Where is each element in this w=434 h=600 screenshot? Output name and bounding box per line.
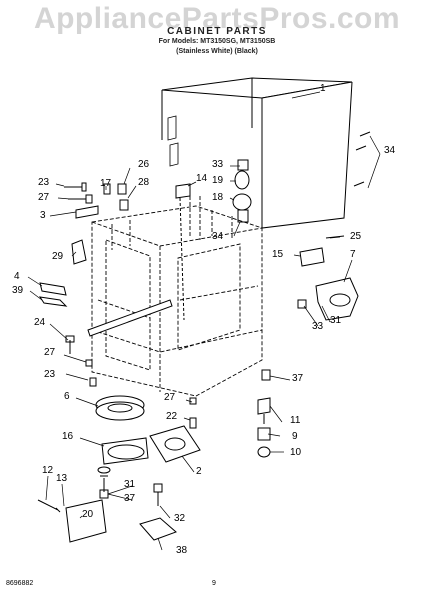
callout-15: 15 — [272, 249, 284, 260]
callout-31-right: 31 — [330, 315, 342, 326]
bracket-29 — [71, 239, 87, 265]
callout-12: 12 — [42, 465, 54, 476]
model-numbers: For Models: MT3150SG, MT3150SB — [158, 38, 276, 45]
bracket-14 — [175, 183, 191, 199]
coupler-6 — [95, 395, 145, 421]
bracket-7 — [315, 277, 359, 321]
callout-25: 25 — [350, 231, 362, 242]
screws-34 — [353, 131, 371, 187]
screw-set-left — [64, 182, 129, 387]
site-watermark: AppliancePartsPros.com — [33, 2, 401, 35]
screw-32 — [153, 483, 163, 506]
screw-25 — [325, 235, 345, 239]
screw-37-lower — [99, 489, 109, 499]
callout-29: 29 — [52, 251, 64, 262]
callout-9: 9 — [292, 431, 298, 442]
callout-27-top: 27 — [38, 192, 50, 203]
page-number: 9 — [212, 580, 216, 587]
callout-37-right: 37 — [292, 373, 304, 384]
footer-code: 8696882 — [6, 580, 34, 587]
callout-3: 3 — [40, 210, 46, 221]
callout-7: 7 — [350, 249, 356, 260]
callout-18: 18 — [212, 192, 224, 203]
cabinet-wrapper — [161, 77, 353, 229]
motor-support-16 — [97, 437, 149, 492]
connector-15 — [299, 247, 325, 267]
callout-31-lower: 31 — [124, 479, 136, 490]
parts-11-9-10 — [257, 397, 271, 458]
callout-19: 19 — [212, 175, 224, 186]
callout-38: 38 — [176, 545, 188, 556]
screw-33-right — [297, 299, 307, 309]
callout-28: 28 — [138, 177, 150, 188]
callout-39: 39 — [12, 285, 24, 296]
wire-12-13 — [37, 499, 61, 513]
callout-20: 20 — [82, 509, 94, 520]
screw-37-right — [261, 369, 271, 381]
oven-chassis — [91, 196, 263, 397]
callout-13: 13 — [56, 473, 68, 484]
interlock-18-19 — [232, 159, 252, 223]
callout-11: 11 — [290, 415, 301, 426]
callout-34-right: 34 — [384, 145, 396, 156]
callout-37-lower: 37 — [124, 493, 136, 504]
cover-38 — [139, 517, 177, 541]
callout-22: 22 — [166, 411, 178, 422]
callout-24: 24 — [34, 317, 46, 328]
callout-26: 26 — [138, 159, 150, 170]
callout-1: 1 — [320, 83, 326, 94]
callout-27-mid: 27 — [44, 347, 56, 358]
callout-33-top: 33 — [212, 159, 224, 170]
callout-14: 14 — [196, 173, 208, 184]
callout-23-mid: 23 — [44, 369, 56, 380]
page-title: CABINET PARTS — [167, 26, 267, 37]
callout-33-right: 33 — [312, 321, 324, 332]
callout-10: 10 — [290, 447, 302, 458]
diagram-header: AppliancePartsPros.com CABINET PARTS For… — [0, 0, 434, 70]
bracket-4 — [39, 282, 67, 296]
bracket-3 — [75, 205, 99, 219]
callout-27-center: 27 — [164, 392, 176, 403]
callout-6: 6 — [64, 391, 70, 402]
rod — [179, 197, 185, 321]
callout-4: 4 — [14, 271, 20, 282]
callout-2: 2 — [196, 466, 202, 477]
callout-17: 17 — [100, 178, 112, 189]
callout-32: 32 — [174, 513, 186, 524]
bracket-39 — [38, 296, 68, 307]
callout-16: 16 — [62, 431, 74, 442]
model-colors: (Stainless White) (Black) — [176, 48, 258, 55]
cover-20 — [65, 499, 107, 543]
callout-34-center: 34 — [212, 231, 224, 242]
callout-23-top: 23 — [38, 177, 50, 188]
leader-lines — [27, 91, 381, 551]
plate-2 — [149, 425, 201, 463]
rail-bracket — [87, 299, 173, 337]
bracket-7-ring — [329, 293, 351, 307]
screws-22-27 — [189, 397, 197, 429]
